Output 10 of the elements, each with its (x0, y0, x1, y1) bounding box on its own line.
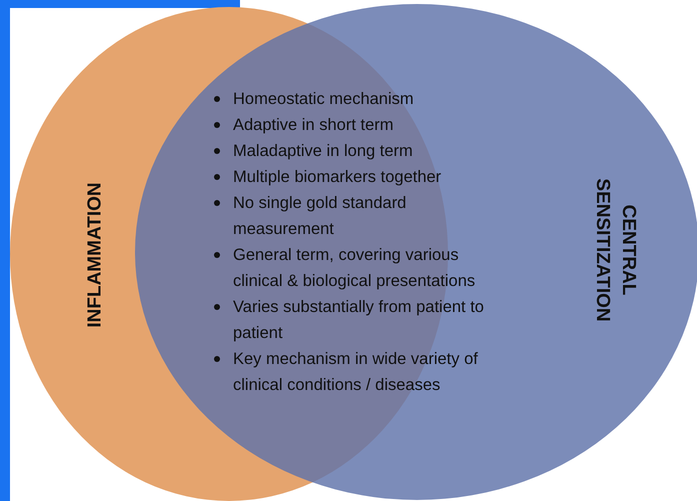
bullet-item: Multiple biomarkers together (233, 167, 442, 188)
set-label: CENTRAL SENSITIZATION (591, 177, 640, 324)
bullet-item: Adaptive in short term (233, 115, 394, 136)
bullet-item: No single gold standard measurement (233, 193, 408, 240)
bullet-item: Varies substantially from patient to patient (233, 297, 485, 344)
bullet-item: Homeostatic mechanism (233, 89, 415, 110)
set-label: INFLAMMATION (83, 182, 106, 328)
bullet-item: Maladaptive in long term (233, 141, 414, 162)
bullet-item: General term, covering various clinical & biological presentations (233, 245, 476, 292)
bullet-item: Key mechanism in wide variety of clinical conditions / diseases (233, 349, 479, 396)
